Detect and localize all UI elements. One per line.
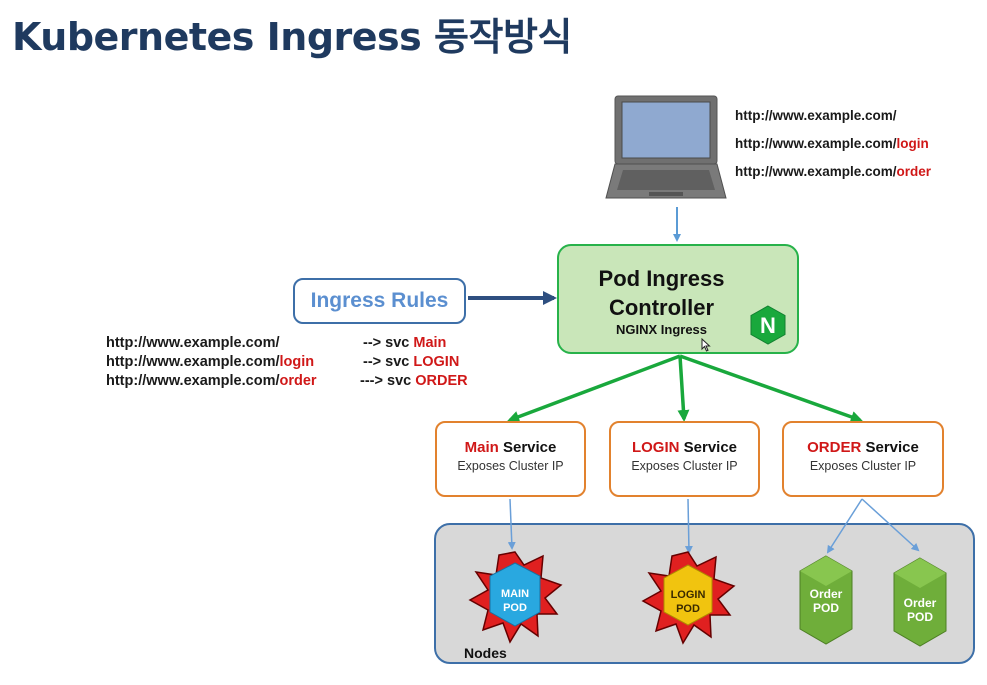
mouse-cursor-icon [701, 338, 711, 352]
client-url: http://www.example.com/ [735, 108, 897, 123]
arrow-order-svc-to-pod1 [826, 498, 863, 554]
login-pod-hexagon [663, 564, 713, 626]
laptop-icon [605, 95, 727, 199]
ingress-rule: http://www.example.com/order ---> svc OR… [106, 373, 468, 389]
controller-title: Pod Ingress Controller [598, 266, 725, 320]
ingress-rules-box: Ingress Rules [293, 278, 466, 324]
arrow-controller-to-main [507, 354, 681, 423]
ingress-rule: http://www.example.com/ --> svc Main [106, 335, 447, 351]
svg-text:N: N [760, 313, 776, 338]
client-url: http://www.example.com/login [735, 136, 929, 151]
arrow-main-svc-to-pod [507, 498, 516, 550]
ingress-rule: http://www.example.com/login --> svc LOG… [106, 354, 460, 370]
ingress-rule-list: http://www.example.com/ --> svc Main htt… [106, 335, 468, 392]
main-pod-hexagon [489, 562, 541, 627]
arrow-login-svc-to-pod [684, 498, 693, 554]
client-url-list: http://www.example.com/ http://www.examp… [735, 108, 931, 192]
ingress-controller-box: Pod Ingress Controller NGINX Ingress N [557, 244, 799, 354]
arrow-controller-to-login [677, 355, 690, 422]
controller-subtitle: NGINX Ingress [615, 322, 708, 337]
page-title: Kubernetes Ingress 동작방식 [12, 15, 572, 59]
login-service-box: LOGIN Service Exposes Cluster IP [609, 421, 760, 497]
nginx-logo-icon: N [750, 305, 786, 345]
arrow-controller-to-order [679, 354, 863, 423]
arrow-order-svc-to-pod2 [861, 498, 920, 552]
client-url: http://www.example.com/order [735, 164, 932, 179]
order-service-box: ORDER Service Exposes Cluster IP [782, 421, 944, 497]
main-service-box: Main Service Exposes Cluster IP [435, 421, 586, 497]
nodes-label: Nodes [464, 645, 507, 661]
